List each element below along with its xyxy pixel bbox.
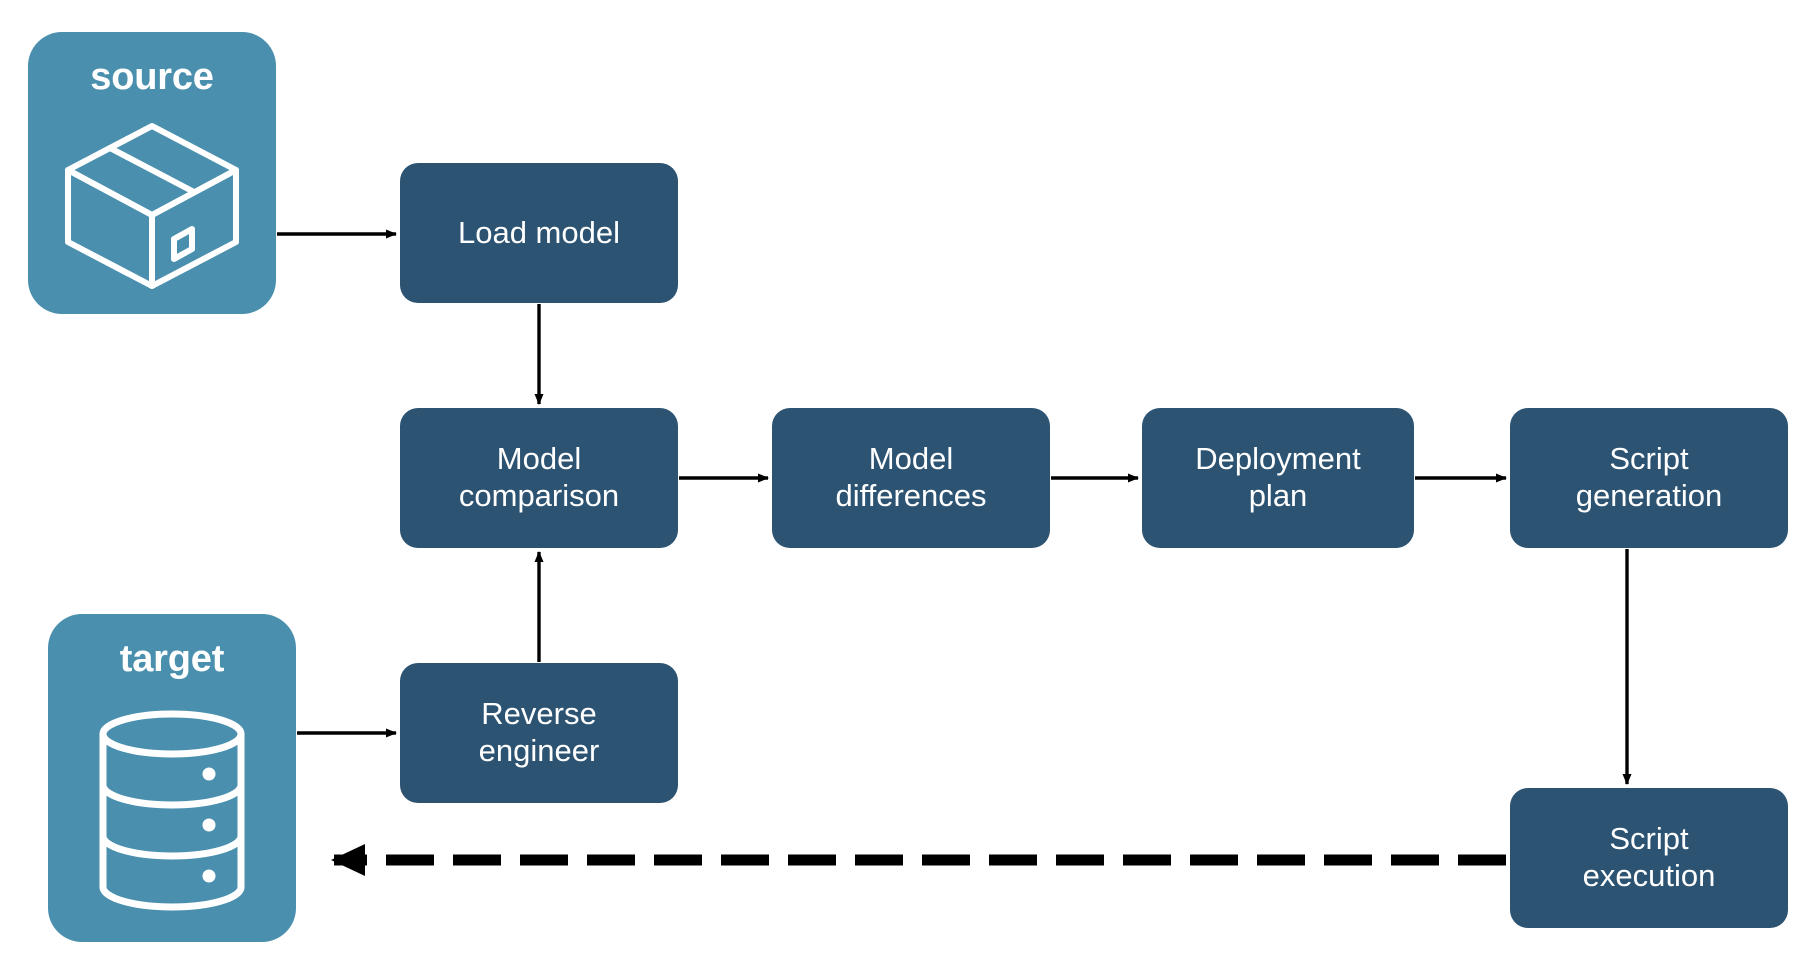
source-label: source — [90, 56, 214, 98]
node-reverse-engineer-label: Reverse engineer — [478, 696, 600, 768]
node-load-model[interactable]: Load model — [400, 163, 678, 303]
node-model-comparison[interactable]: Model comparison — [400, 408, 678, 548]
target-endpoint-card[interactable]: target — [48, 614, 296, 942]
target-label: target — [119, 638, 225, 680]
node-load-model-label: Load model — [457, 214, 620, 250]
node-script-generation[interactable]: Script generation — [1510, 408, 1788, 548]
node-model-differences-label: Model differences — [835, 441, 987, 513]
node-script-execution[interactable]: Script execution — [1510, 788, 1788, 928]
node-model-comparison-label: Model comparison — [458, 441, 620, 513]
node-reverse-engineer[interactable]: Reverse engineer — [400, 663, 678, 803]
node-deployment-plan[interactable]: Deployment plan — [1142, 408, 1414, 548]
node-script-execution-label: Script execution — [1582, 821, 1716, 893]
database-cylinder-icon — [48, 678, 296, 942]
source-endpoint-card[interactable]: source — [28, 32, 276, 314]
node-script-generation-label: Script generation — [1575, 441, 1723, 513]
node-deployment-plan-label: Deployment plan — [1195, 441, 1361, 513]
node-model-differences[interactable]: Model differences — [772, 408, 1050, 548]
package-box-icon — [28, 96, 276, 314]
